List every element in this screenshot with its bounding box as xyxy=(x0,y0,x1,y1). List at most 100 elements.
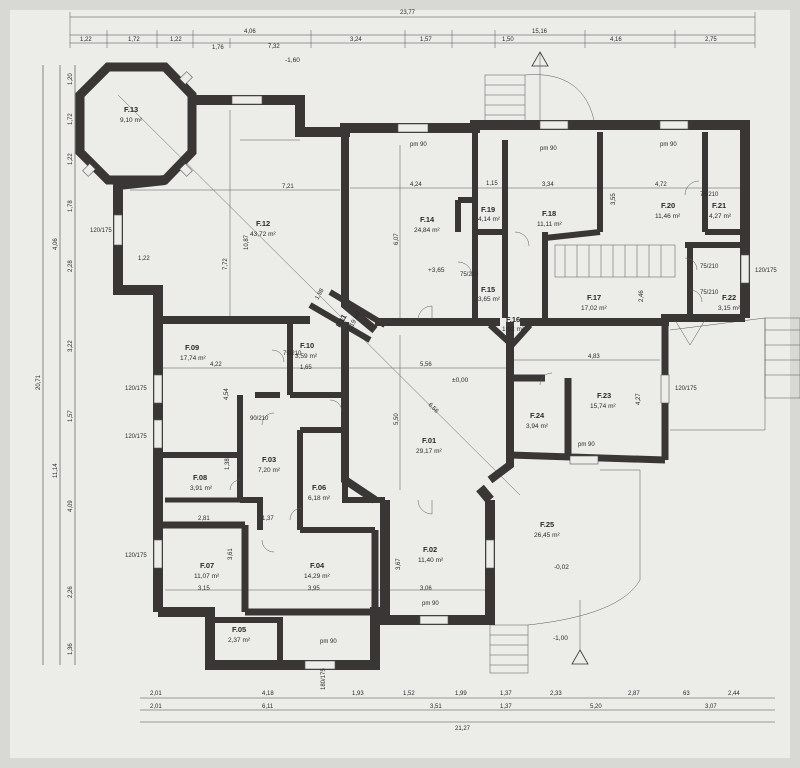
dim-left-6: 3,22 xyxy=(68,340,74,352)
dim-bottom-10: 2,44 xyxy=(728,691,740,697)
room-f13: F.13 9,10 m² xyxy=(120,105,143,124)
note-door-f10: 75/210 xyxy=(283,351,302,357)
note-pm90-f02: pm 90 xyxy=(422,601,439,607)
dim-inner-361: 3,61 xyxy=(228,548,234,560)
dim-left-row2-2: 11,14 xyxy=(53,463,59,478)
dim-inner-306: 3,06 xyxy=(420,586,432,592)
dim-top-12: 1,76 xyxy=(212,45,224,51)
dim-bottom-r2-3: 3,51 xyxy=(430,704,442,710)
dim-inner-367: 3,67 xyxy=(396,558,402,570)
room-f05: F.052,37 m² xyxy=(228,625,251,644)
top-dimension-chain: 23,77 1,22 1,72 1,22 4,06 7,32 3,24 1,57… xyxy=(69,10,756,51)
note-pm90-f23: pm 90 xyxy=(578,442,595,448)
dim-bottom-8: 2,87 xyxy=(628,691,640,697)
wall-f07-f04 xyxy=(158,521,379,616)
room-code: F.12 xyxy=(256,219,270,228)
dim-left-10: 1,36 xyxy=(68,643,74,655)
note-door-f21: 75/210 xyxy=(700,192,719,198)
construction-lines xyxy=(117,94,745,591)
dim-top-10: 4,16 xyxy=(610,37,622,43)
room-area: 2,37 m² xyxy=(228,637,251,644)
dim-inner-334: 3,34 xyxy=(542,182,554,188)
dim-bottom-9: 63 xyxy=(683,691,690,697)
note-pm90-f20: pm 90 xyxy=(660,142,677,148)
note-pm90-f14: pm 90 xyxy=(410,142,427,148)
room-area: 9,10 m² xyxy=(120,117,143,124)
dim-inner-115: 1,15 xyxy=(486,181,498,187)
note-door-f15: 75/210 xyxy=(460,272,479,278)
room-f04: F.04 14,29 m² xyxy=(304,561,330,580)
note-pm90-f18: pm 90 xyxy=(540,146,557,152)
dim-bottom-total: 21,27 xyxy=(455,726,471,732)
wall-outer-perimeter xyxy=(113,95,750,670)
right-terrace xyxy=(669,317,800,431)
internal-stair xyxy=(554,244,676,278)
room-area: 11,46 m² xyxy=(655,213,681,220)
windows xyxy=(82,71,750,670)
room-code: F.01 xyxy=(422,436,436,445)
dim-top-8: 1,50 xyxy=(502,37,514,43)
room-f15: F.153,65 m² xyxy=(478,285,501,303)
level-f25: -0,02 xyxy=(554,564,569,571)
room-area: 3,94 m² xyxy=(526,423,549,430)
room-area: 15,74 m² xyxy=(590,403,616,410)
note-window-left: 120/175 xyxy=(90,228,112,234)
walls xyxy=(75,62,750,670)
room-f24: F.243,94 m² xyxy=(526,411,549,430)
dim-inner-281: 2,81 xyxy=(198,516,210,522)
dim-left-9: 2,26 xyxy=(68,586,74,598)
note-window-f07: 120/175 xyxy=(125,553,147,559)
room-area: 17,74 m² xyxy=(180,355,206,362)
dim-bottom-r2-5: 5,20 xyxy=(590,704,602,710)
dim-inner-246: 2,46 xyxy=(639,290,645,302)
dim-inner-550: 5,50 xyxy=(394,413,400,425)
room-area: 11,40 m² xyxy=(418,557,444,564)
dim-bottom-7: 2,33 xyxy=(550,691,562,697)
room-area: 7,20 m² xyxy=(258,467,281,474)
room-f22: F.223,15 m² xyxy=(718,293,741,312)
room-area: 3,59 m² xyxy=(295,353,318,360)
dim-left-4: 1,78 xyxy=(68,200,74,212)
room-area: 4,14 m² xyxy=(478,216,501,223)
room-code: F.25 xyxy=(540,520,554,529)
wall-f11 xyxy=(308,289,387,343)
room-area: 43,72 m² xyxy=(250,231,276,238)
note-window-f23: 120/175 xyxy=(675,386,697,392)
dim-inner-122: 1,22 xyxy=(138,256,150,262)
dim-left-8: 4,09 xyxy=(68,500,74,512)
room-code: F.04 xyxy=(310,561,325,570)
room-code: F.21 xyxy=(712,201,726,210)
dim-inner-424: 4,24 xyxy=(410,182,422,188)
dim-inner-198: 1,98 xyxy=(315,287,326,301)
dim-inner-138: 1,38 xyxy=(225,458,231,470)
room-area: 17,02 m² xyxy=(581,305,607,312)
room-area: 3,91 m² xyxy=(190,485,213,492)
dim-inner-137: 1,37 xyxy=(262,516,274,522)
dim-inner-472: 4,72 xyxy=(655,182,667,188)
room-area: 14,29 m² xyxy=(304,573,330,580)
room-f21: F.21 4,27 m² xyxy=(709,201,732,220)
dim-bottom-6: 1,37 xyxy=(500,691,512,697)
room-code: F.08 xyxy=(193,473,207,482)
room-code: F.18 xyxy=(542,209,556,218)
room-area: 29,17 m² xyxy=(416,448,442,455)
room-area: 4,27 m² xyxy=(709,213,732,220)
room-f03: F.037,20 m² xyxy=(258,455,281,474)
dim-left-1: 1,20 xyxy=(68,73,74,85)
room-code: F.19 xyxy=(481,205,495,214)
room-code: F.13 xyxy=(124,105,138,114)
level-stair-down: -1,00 xyxy=(553,635,568,642)
room-f01: F.01 29,17 m² xyxy=(416,436,442,455)
dim-left-row2-1: 4,06 xyxy=(53,238,59,250)
room-area: 3,65 m² xyxy=(478,296,501,303)
note-window-f21: 120/175 xyxy=(755,268,777,274)
dim-bottom-4: 1,52 xyxy=(403,691,415,697)
dim-left-5: 2,28 xyxy=(68,260,74,272)
